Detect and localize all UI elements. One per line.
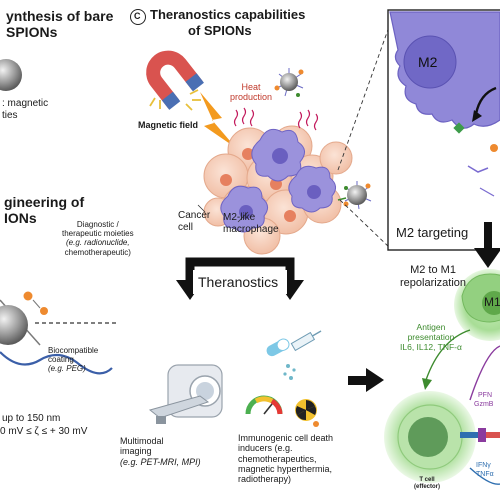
magnet-icon bbox=[146, 50, 204, 110]
tcell-receptor-complex bbox=[460, 428, 500, 442]
macrophage-nuclei bbox=[239, 148, 321, 219]
size-label: up to 150 nm bbox=[2, 413, 61, 424]
ifng-label: IFNγ bbox=[476, 462, 491, 469]
syringe-icon bbox=[290, 330, 322, 352]
m2-label: M2 bbox=[418, 54, 438, 70]
zeta-label: 0 mV ≤ ζ ≤ + 30 mV bbox=[0, 426, 88, 437]
lightning-bolt-icon bbox=[200, 92, 236, 148]
panel-d-title-2: IONs bbox=[4, 210, 37, 226]
zoom-projection-bottom bbox=[339, 199, 391, 249]
repolarization-label: M2 to M1 repolarization bbox=[400, 264, 467, 289]
diagnostic-moieties-label: Diagnostic / therapeutic moieties (e.g. … bbox=[62, 220, 134, 257]
theranostics-label-bg bbox=[193, 270, 287, 294]
engineered-spion-particle bbox=[0, 291, 113, 375]
functionalized-spion-top bbox=[274, 68, 304, 97]
m2-targeting-label: M2 targeting bbox=[396, 225, 469, 240]
panel-c-badge bbox=[130, 9, 146, 25]
mri-scanner-icon bbox=[148, 364, 223, 424]
functionalized-spion-right bbox=[343, 181, 372, 210]
cancer-label-leader bbox=[197, 204, 206, 213]
pfn-label: PFN bbox=[478, 392, 492, 399]
antigen-presentation-arrow bbox=[425, 329, 471, 381]
panel-b-desc-2: ties bbox=[2, 110, 18, 121]
panel-b-desc-1: : magnetic bbox=[2, 98, 49, 109]
thermometer-gauge-icon bbox=[245, 395, 283, 415]
imaging-label: Multimodal imaging (e.g. PET-MRI, MPI) bbox=[120, 436, 201, 467]
m1-macrophage bbox=[454, 269, 500, 341]
heat-wave-icons bbox=[233, 107, 319, 131]
m1-label: M1 bbox=[484, 295, 500, 309]
tnfa-label: TNFα bbox=[476, 471, 494, 478]
cancer-cell-label: Cancer cell bbox=[178, 210, 211, 233]
magnetic-field-label: Magnetic field bbox=[138, 120, 199, 130]
capsule-icon bbox=[266, 338, 290, 357]
panel-c-title-1: Theranostics capabilities bbox=[150, 7, 306, 22]
cytotoxic-arrow bbox=[469, 345, 500, 401]
radiation-icon bbox=[295, 399, 317, 421]
tcell-label: T cell (effector) bbox=[414, 477, 441, 490]
icd-inducers-label: Immunogenic cell death inducers (e.g. ch… bbox=[238, 433, 334, 485]
drug-particles-icon bbox=[283, 364, 296, 380]
m2-nucleus bbox=[403, 35, 457, 89]
antigen-presentation-label: Antigen presentation IL6, IL12, TNF-α bbox=[400, 322, 462, 352]
cytokine-arrow bbox=[469, 467, 500, 485]
m2-internalization-arrow bbox=[474, 86, 497, 115]
gzmb-label: GzmB bbox=[474, 401, 494, 408]
t-cell bbox=[384, 391, 476, 483]
panel-d-title-1: gineering of bbox=[4, 194, 85, 210]
panel-c-badge-label: C bbox=[134, 11, 141, 21]
heat-production-label: Heat production bbox=[230, 82, 273, 103]
radionuclide-dot bbox=[313, 421, 319, 427]
to-tcell-arrow bbox=[348, 368, 384, 392]
coating-label: Biocompatible coating (e.g. PEG) bbox=[48, 346, 99, 374]
zoom-projection-top bbox=[337, 23, 391, 171]
panel-c-title-2: of SPIONs bbox=[188, 23, 252, 38]
macrophage-label-leader bbox=[237, 211, 249, 223]
theranostics-label: Theranostics bbox=[198, 274, 279, 290]
magnet-field-lines-icon bbox=[149, 89, 201, 111]
panel-b-title-1: ynthesis of bare bbox=[6, 8, 114, 24]
macrophage-label: M2-like macrophage bbox=[223, 212, 279, 235]
bare-spion-particle bbox=[0, 59, 22, 91]
repolarization-arrow bbox=[474, 222, 500, 268]
spion-binding-link bbox=[337, 197, 347, 201]
panel-b-title-2: SPIONs bbox=[6, 24, 58, 40]
